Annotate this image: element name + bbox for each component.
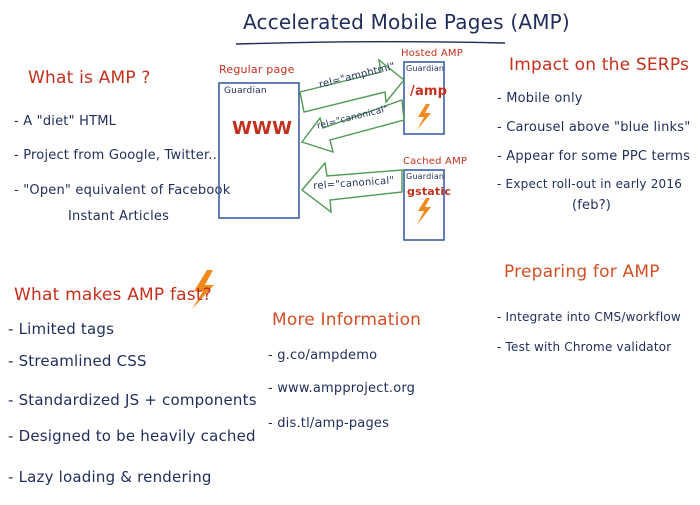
- what-makes-heading: What makes AMP fast?: [14, 285, 212, 305]
- regular-site-name: Guardian: [224, 86, 267, 96]
- hosted-bolt-icon: [417, 104, 431, 130]
- what-makes-item: - Limited tags: [8, 320, 115, 338]
- hosted-site-name: Guardian: [406, 64, 445, 73]
- preparing-item: - Integrate into CMS/workflow: [497, 310, 681, 324]
- preparing-heading: Preparing for AMP: [504, 262, 660, 282]
- impact-heading: Impact on the SERPs: [509, 55, 690, 75]
- cached-bolt-icon: [417, 198, 431, 225]
- impact-item: - Mobile only: [497, 91, 583, 106]
- amphtml-arrow: [299, 58, 405, 113]
- what-makes-item: - Standardized JS + components: [8, 391, 257, 409]
- more-info-item: - www.ampproject.org: [268, 381, 416, 396]
- what-is-amp-item: - Project from Google, Twitter...: [14, 148, 222, 163]
- what-makes-item: - Streamlined CSS: [8, 352, 147, 370]
- regular-page-document: [218, 82, 300, 219]
- impact-item: - Carousel above "blue links": [497, 120, 691, 135]
- impact-item: (feb?): [572, 198, 612, 213]
- what-makes-item: - Designed to be heavily cached: [8, 427, 256, 445]
- impact-item: - Appear for some PPC terms: [497, 149, 691, 164]
- canonical-arrow-hosted: [300, 99, 405, 154]
- hosted-amp-text: /amp: [410, 84, 448, 99]
- what-is-amp-item: - "Open" equivalent of Facebook: [14, 183, 231, 198]
- cached-amp-text: gstatic: [407, 185, 452, 198]
- cached-amp-label: Cached AMP: [403, 156, 468, 167]
- regular-page-text: WWW: [232, 118, 293, 139]
- cached-site-name: Guardian: [406, 172, 445, 181]
- impact-item: - Expect roll-out in early 2016: [497, 177, 683, 191]
- regular-page-label: Regular page: [219, 63, 295, 76]
- hosted-amp-label: Hosted AMP: [401, 48, 463, 59]
- hosted-amp-document: [403, 61, 445, 135]
- what-is-amp-item: - A "diet" HTML: [14, 114, 117, 129]
- more-info-item: - g.co/ampdemo: [268, 348, 378, 363]
- what-is-amp-heading: What is AMP ?: [28, 68, 151, 88]
- cached-amp-document: [403, 169, 445, 241]
- page-title: Accelerated Mobile Pages (AMP): [243, 10, 570, 34]
- fast-bolt-icon: [192, 270, 214, 309]
- canonical-arrow-cached: [300, 161, 403, 214]
- what-is-amp-item: Instant Articles: [68, 209, 170, 224]
- what-makes-item: - Lazy loading & rendering: [8, 468, 212, 486]
- more-info-heading: More Information: [272, 310, 422, 330]
- more-info-item: - dis.tl/amp-pages: [268, 416, 390, 431]
- preparing-item: - Test with Chrome validator: [497, 340, 672, 354]
